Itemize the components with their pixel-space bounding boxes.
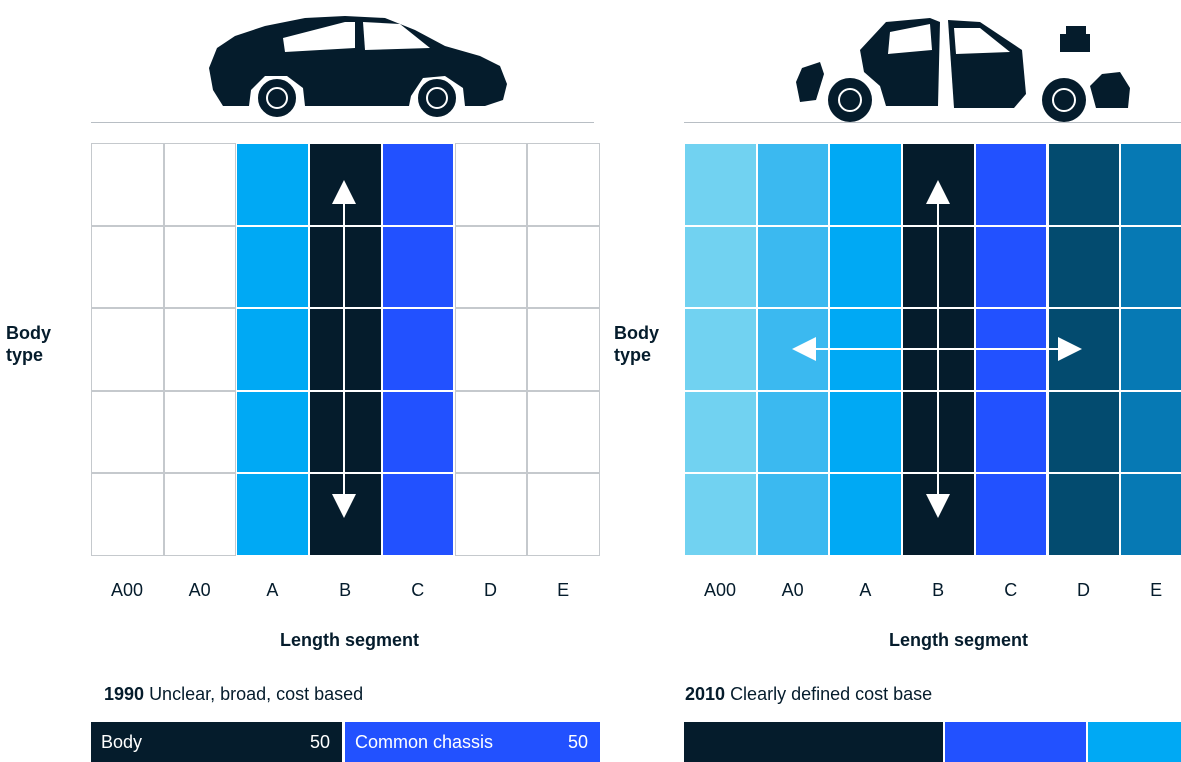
grid-cell — [163, 308, 237, 391]
grid-cell — [381, 473, 455, 556]
x-tick-label: A0 — [781, 580, 804, 600]
x-tick-label: D — [484, 580, 497, 600]
grid-cell — [1047, 473, 1121, 556]
left-x-axis-title: Length segment — [280, 630, 420, 650]
grid-cell — [527, 390, 600, 474]
right-caption-text: Clearly defined cost base — [730, 684, 933, 704]
grid-cell — [236, 225, 310, 309]
grid-cell — [684, 308, 757, 391]
grid-cell — [163, 225, 237, 309]
x-tick-label: B — [932, 580, 945, 600]
grid-cell — [454, 473, 528, 556]
right-horizontal-arrow — [792, 337, 1082, 361]
grid-cell — [1120, 308, 1181, 391]
grid-cell — [236, 390, 310, 474]
grid-cell — [684, 143, 757, 226]
grid-cell — [974, 143, 1048, 226]
grid-cell — [163, 143, 237, 226]
grid-cell — [236, 308, 310, 391]
grid-cell — [756, 390, 830, 474]
grid-cell — [829, 473, 903, 556]
grid-cell — [454, 143, 528, 226]
x-tick-label: D — [1077, 580, 1090, 600]
x-tick-label: C — [411, 580, 425, 600]
grid-cell — [974, 390, 1048, 474]
grid-cell — [381, 308, 455, 391]
grid-cell — [684, 390, 757, 474]
grid-cell — [829, 225, 903, 309]
grid-cell — [756, 225, 830, 309]
x-tick-label: A — [266, 580, 279, 600]
grid-cell — [381, 225, 455, 309]
grid-cell — [236, 473, 310, 556]
grid-cell — [163, 473, 237, 556]
x-tick-label: A0 — [188, 580, 211, 600]
grid-cell — [309, 390, 382, 474]
x-tick-label: C — [1004, 580, 1018, 600]
grid-cell — [756, 473, 830, 556]
x-tick-label: A — [859, 580, 872, 600]
right-y-axis-label: Body type — [614, 323, 659, 365]
right-caption: 2010 Clearly defined cost base — [685, 684, 932, 705]
grid-cell — [163, 390, 237, 474]
right-cost-segment-2 — [945, 722, 1086, 762]
grid-cell — [527, 473, 600, 556]
grid-cell — [381, 390, 455, 474]
left-caption: 1990 Unclear, broad, cost based — [104, 684, 363, 705]
cost-segment-body: Body 50 — [91, 722, 342, 762]
x-tick-label: A00 — [703, 580, 737, 600]
right-cost-bar — [684, 722, 1181, 762]
right-car-baseline — [684, 122, 1181, 123]
grid-cell — [1120, 143, 1181, 226]
right-caption-year: 2010 — [685, 684, 726, 704]
car-modules-icon — [796, 18, 1130, 122]
grid-cell — [91, 143, 164, 226]
grid-cell — [829, 143, 903, 226]
x-tick-label: B — [339, 580, 352, 600]
grid-cell — [756, 143, 830, 226]
grid-cell — [91, 390, 164, 474]
left-vertical-arrow — [332, 180, 356, 518]
left-grid — [91, 143, 600, 556]
grid-cell — [91, 473, 164, 556]
grid-cell — [527, 225, 600, 309]
grid-cell — [1120, 390, 1181, 474]
left-caption-text: Unclear, broad, cost based — [149, 684, 364, 704]
grid-cell — [1047, 225, 1121, 309]
right-x-axis-title: Length segment — [889, 630, 1029, 650]
left-cost-bar: Body 50 Common chassis 50 — [91, 722, 600, 762]
grid-cell — [454, 390, 528, 474]
grid-cell — [454, 308, 528, 391]
grid-cell — [684, 225, 757, 309]
x-tick-label: E — [1150, 580, 1163, 600]
grid-cell — [236, 143, 310, 226]
grid-cell — [829, 390, 903, 474]
right-cost-segment-3 — [1088, 722, 1181, 762]
left-car-baseline — [91, 122, 594, 123]
grid-cell — [309, 308, 382, 391]
grid-cell — [527, 143, 600, 226]
grid-cell — [684, 473, 757, 556]
left-y-axis-label: Body type — [6, 323, 51, 365]
grid-cell — [527, 308, 600, 391]
grid-cell — [1047, 143, 1121, 226]
grid-cell — [454, 225, 528, 309]
grid-cell — [91, 308, 164, 391]
assembled-car-icon — [209, 16, 507, 119]
grid-cell — [91, 225, 164, 309]
x-tick-label: E — [557, 580, 570, 600]
grid-cell — [974, 225, 1048, 309]
grid-cell — [1120, 473, 1181, 556]
grid-cell — [309, 225, 382, 309]
grid-cell — [1047, 390, 1121, 474]
x-tick-label: A00 — [110, 580, 144, 600]
grid-cell — [974, 473, 1048, 556]
left-caption-year: 1990 — [104, 684, 145, 704]
right-cost-segment-1 — [684, 722, 943, 762]
grid-cell — [381, 143, 455, 226]
cost-segment-common-chassis: Common chassis 50 — [345, 722, 600, 762]
grid-cell — [1120, 225, 1181, 309]
